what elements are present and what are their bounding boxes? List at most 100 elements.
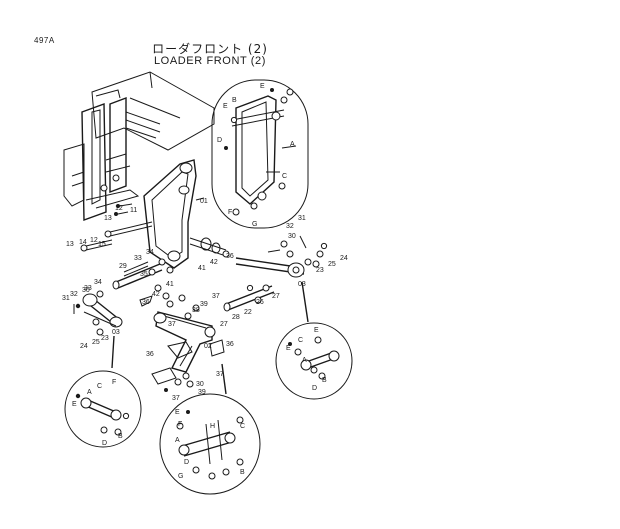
label-02: 02: [204, 343, 212, 350]
label-34-upper: 34: [146, 249, 154, 256]
detail-letter-label: G: [178, 473, 183, 480]
label-27-lower: 27: [220, 321, 228, 328]
label-33-upper: 33: [134, 255, 142, 262]
detail-letter-label: C: [282, 173, 287, 180]
detail-letter-label: A: [290, 141, 295, 148]
label-37-bottom: 37: [172, 395, 180, 402]
label-23-left: 23: [101, 335, 109, 342]
part-labels: 01 02 03 03 11 12 12 13 13 14 15 22 23 2…: [62, 198, 348, 402]
label-12-upper: 12: [115, 205, 123, 212]
label-15: 15: [98, 241, 106, 248]
label-31-right: 31: [298, 215, 306, 222]
detail-view-middle: [159, 393, 261, 495]
label-36-mid: 36: [142, 299, 150, 306]
detail-letter-label: C: [240, 423, 245, 430]
label-23-right: 23: [316, 267, 324, 274]
pin-29-35: [112, 258, 174, 307]
label-35: 35: [140, 271, 148, 278]
label-29: 29: [119, 263, 127, 270]
label-11: 11: [130, 207, 137, 214]
detail-letter-label: F: [112, 379, 116, 386]
label-03-right: 03: [298, 281, 306, 288]
label-32-left: 32: [70, 291, 78, 298]
detail-letter-label: C: [298, 337, 303, 344]
link-03-left: [73, 290, 123, 336]
label-12-lower: 12: [90, 237, 98, 244]
arm-pins: [80, 203, 153, 252]
label-27-right: 27: [272, 293, 280, 300]
loader-arm-01: [143, 159, 205, 269]
detail-letter-label: F: [178, 421, 182, 428]
detail-letter-label: A: [302, 357, 307, 364]
label-33-left: 33: [84, 285, 92, 292]
label-37-right: 37: [216, 371, 224, 378]
label-30-bottom: 30: [196, 381, 204, 388]
detail-letters-upper: A B C D E E F G: [217, 83, 295, 228]
label-24-left: 24: [80, 343, 88, 350]
detail-letter-label: B: [240, 469, 245, 476]
detail-letter-label: G: [252, 221, 257, 228]
label-13-upper: 13: [104, 215, 112, 222]
label-31-left: 31: [62, 295, 70, 302]
detail-letter-label: E: [314, 327, 319, 334]
detail-letter-label: H: [210, 423, 215, 430]
pin-22-27: [223, 284, 275, 312]
detail-letter-label: E: [260, 83, 265, 90]
label-28: 28: [232, 314, 240, 321]
label-24-right: 24: [340, 255, 348, 262]
label-42-left: 42: [152, 291, 160, 298]
label-41-right: 41: [198, 265, 206, 272]
bucket-link-02: [151, 294, 225, 392]
label-39-lower: 39: [198, 389, 206, 396]
detail-letter-label: E: [175, 409, 180, 416]
label-34-left: 34: [94, 279, 102, 286]
label-26: 26: [256, 299, 264, 306]
detail-letter-label: D: [217, 137, 222, 144]
detail-view-right: [275, 322, 353, 400]
label-37-left: 37: [168, 321, 176, 328]
detail-letter-label: A: [87, 389, 92, 396]
label-36-upper: 36: [226, 253, 234, 260]
detail-letter-label: B: [232, 97, 237, 104]
detail-letter-label: B: [118, 433, 123, 440]
detail-letter-label: E: [286, 345, 291, 352]
detail-letter-label: F: [228, 209, 232, 216]
label-38: 38: [192, 307, 200, 314]
loader-frame-mount: [63, 71, 215, 221]
detail-letters-left: A B C D E F: [72, 379, 123, 447]
label-30-right: 30: [288, 233, 296, 240]
detail-letter-label: D: [102, 440, 107, 447]
label-41-left: 41: [166, 281, 174, 288]
label-03-left: 03: [112, 329, 120, 336]
detail-letter-label: C: [97, 383, 102, 390]
page-id: 497A: [34, 36, 55, 45]
label-22: 22: [244, 309, 252, 316]
label-39-upper: 39: [200, 301, 208, 308]
detail-letter-label: B: [322, 377, 327, 384]
label-25-left: 25: [92, 339, 100, 346]
label-42-right: 42: [210, 259, 218, 266]
label-25-right: 25: [328, 261, 336, 268]
label-14: 14: [79, 239, 87, 246]
detail-letters-middle: A B C D E F G H: [175, 409, 245, 480]
label-30-left: 30: [82, 287, 90, 294]
detail-letter-label: D: [184, 459, 189, 466]
label-13-lower: 13: [66, 241, 74, 248]
detail-view-left: [64, 370, 142, 448]
title-english: LOADER FRONT (2): [153, 55, 267, 67]
title-japanese: ローダフロント (2): [152, 42, 268, 56]
detail-letters-right: A B C D E E: [286, 327, 327, 392]
link-03-right: [235, 235, 328, 278]
label-36-right: 36: [226, 341, 234, 348]
detail-view-upper: [211, 79, 309, 229]
label-32-right: 32: [286, 223, 294, 230]
arm-pivot-washers: [189, 237, 230, 258]
detail-letter-label: A: [175, 437, 180, 444]
label-01: 01: [200, 198, 208, 205]
label-36-lower: 36: [146, 351, 154, 358]
detail-letter-label: E: [72, 401, 77, 408]
leader-lines: [83, 281, 309, 395]
label-37-upper: 37: [212, 293, 220, 300]
detail-letter-label: D: [312, 385, 317, 392]
